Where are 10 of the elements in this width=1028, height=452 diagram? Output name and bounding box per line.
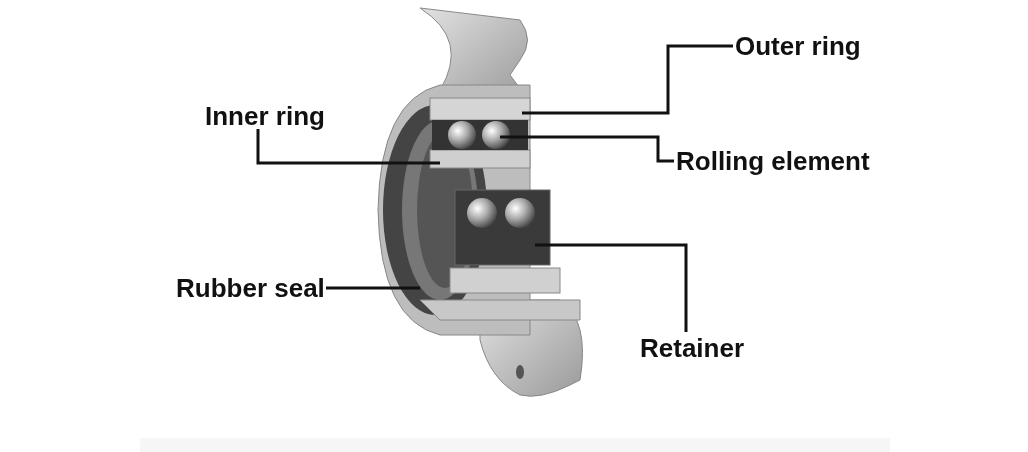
leader-line bbox=[535, 243, 688, 332]
part-label: Retainer bbox=[640, 333, 745, 363]
part-label: Inner ring bbox=[205, 101, 325, 131]
leader-line bbox=[256, 129, 440, 165]
leader-line bbox=[326, 286, 420, 290]
leader-line bbox=[500, 135, 674, 163]
part-label: Rolling element bbox=[676, 146, 870, 176]
leader-line bbox=[522, 44, 733, 115]
part-label: Rubber seal bbox=[176, 273, 325, 303]
part-label: Outer ring bbox=[735, 31, 861, 61]
